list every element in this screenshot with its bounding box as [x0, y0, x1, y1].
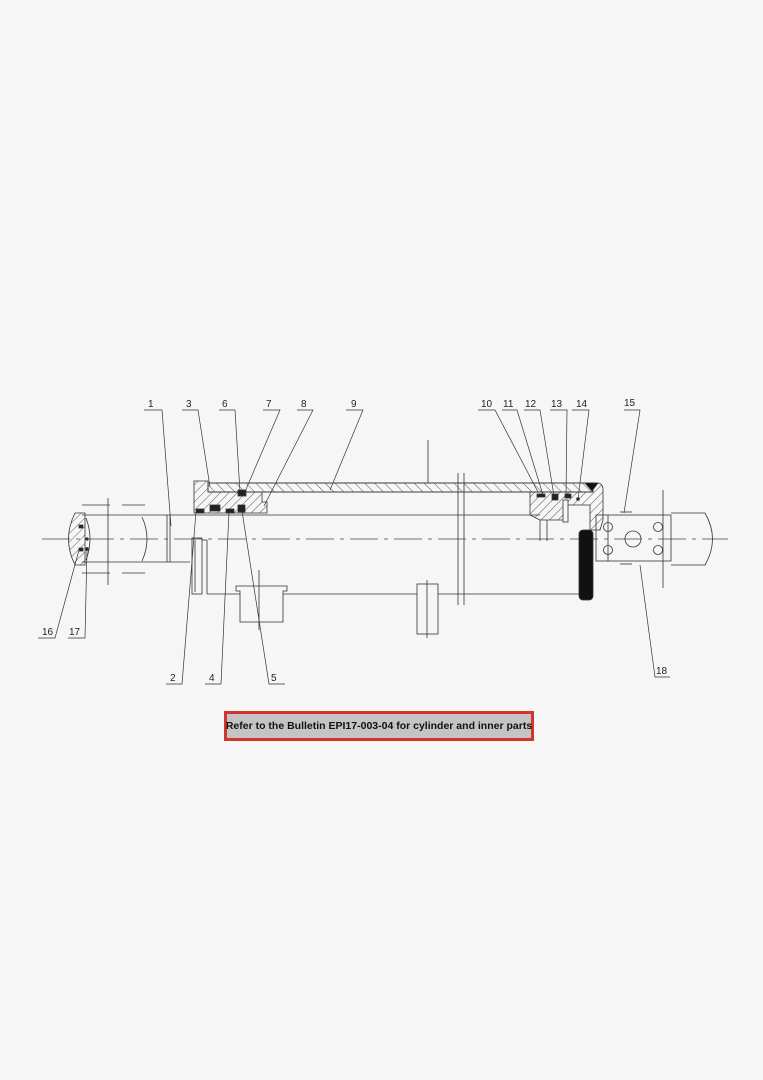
callout-18: 18 — [656, 666, 668, 677]
callout-labels: 1 3 6 7 8 9 10 11 12 13 14 15 16 17 2 4 … — [42, 398, 668, 684]
callout-15: 15 — [624, 398, 636, 409]
callout-1: 1 — [148, 399, 154, 410]
callout-12: 12 — [525, 399, 537, 410]
callout-16: 16 — [42, 627, 54, 638]
clevis-mount — [595, 490, 713, 588]
callout-7: 7 — [266, 399, 272, 410]
cylinder-body-outline — [191, 440, 590, 638]
callout-5: 5 — [271, 673, 277, 684]
note-text: Refer to the Bulletin EPI17-003-04 for c… — [225, 720, 533, 732]
callout-3: 3 — [186, 399, 192, 410]
callout-6: 6 — [222, 399, 228, 410]
callout-11: 11 — [503, 399, 514, 410]
callout-10: 10 — [481, 399, 493, 410]
callout-9: 9 — [351, 399, 357, 410]
callout-17: 17 — [69, 627, 81, 638]
callout-4: 4 — [209, 673, 215, 684]
callout-14: 14 — [576, 399, 588, 410]
callout-13: 13 — [551, 399, 563, 410]
leader-lines — [38, 409, 670, 685]
callout-2: 2 — [170, 673, 176, 684]
bulletin-reference-note: Refer to the Bulletin EPI17-003-04 for c… — [224, 711, 534, 741]
gland-head — [193, 480, 268, 514]
gland-cap-end — [529, 482, 604, 601]
piston-rod — [82, 498, 540, 585]
rod-end-cap — [68, 512, 91, 566]
callout-8: 8 — [301, 399, 307, 410]
